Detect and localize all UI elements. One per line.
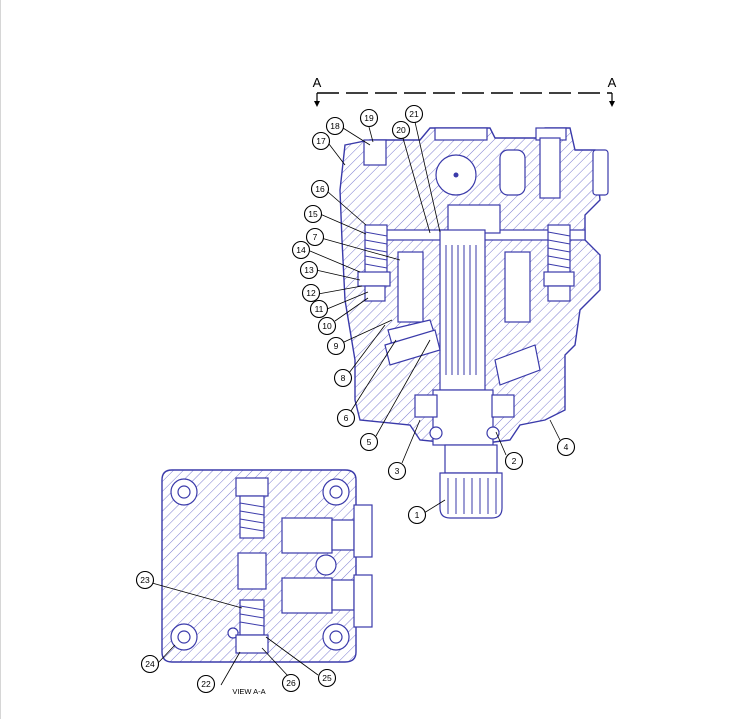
callout-5: 5 [359, 432, 379, 452]
section-label-left: A [313, 75, 322, 90]
callout-23: 23 [135, 570, 155, 590]
callout-label: 25 [322, 673, 332, 683]
callout-1: 1 [407, 505, 427, 525]
callout-21: 21 [404, 104, 424, 124]
callout-label: 24 [145, 659, 155, 669]
right-valve-spring [547, 231, 571, 269]
callout-12: 12 [301, 283, 321, 303]
callout-17: 17 [311, 131, 331, 151]
callout-label: 9 [334, 341, 339, 351]
callout-label: 20 [396, 125, 406, 135]
callout-15: 15 [303, 204, 323, 224]
leader-lines [151, 121, 561, 686]
callout-19: 19 [359, 108, 379, 128]
callout-label: 22 [201, 679, 211, 689]
callout-label: 18 [330, 121, 340, 131]
callout-3: 3 [387, 461, 407, 481]
callout-6: 6 [336, 408, 356, 428]
callout-11: 11 [309, 299, 329, 319]
callout-22: 22 [196, 674, 216, 694]
callout-9: 9 [326, 336, 346, 356]
callout-label: 7 [313, 232, 318, 242]
callout-8: 8 [333, 368, 353, 388]
callout-20: 20 [391, 120, 411, 140]
callout-label: 8 [341, 373, 346, 383]
view-label: VIEW A-A [232, 687, 265, 696]
callout-7: 7 [305, 227, 325, 247]
callout-label: 26 [286, 678, 296, 688]
callout-25: 25 [317, 668, 337, 688]
output-shaft-splines [447, 478, 497, 514]
shaft-splines [445, 245, 477, 375]
callout-label: 4 [564, 442, 569, 452]
view-spring-bottom [239, 605, 265, 627]
callout-label: 21 [409, 109, 419, 119]
callout-10: 10 [317, 316, 337, 336]
callout-label: 23 [140, 575, 150, 585]
callout-label: 1 [415, 510, 420, 520]
main-section-view [339, 127, 609, 519]
callout-label: 5 [367, 437, 372, 447]
left-valve-spring [364, 231, 388, 269]
callout-label: 13 [304, 265, 314, 275]
callout-label: 2 [512, 456, 517, 466]
callout-2: 2 [504, 451, 524, 471]
callout-13: 13 [299, 260, 319, 280]
callout-label: 17 [316, 136, 326, 146]
callout-label: 19 [364, 113, 374, 123]
callout-label: 11 [315, 304, 324, 314]
callout-label: 3 [395, 466, 400, 476]
section-label-right: A [608, 75, 617, 90]
callout-26: 26 [281, 673, 301, 693]
callout-18: 18 [325, 116, 345, 136]
callout-label: 12 [306, 288, 316, 298]
section-line-a-a: A A [313, 75, 617, 107]
view-spring-top [239, 502, 265, 532]
callout-24: 24 [140, 654, 160, 674]
callout-label: 16 [315, 184, 325, 194]
callout-label: 14 [296, 245, 306, 255]
callout-14: 14 [291, 240, 311, 260]
callout-4: 4 [556, 437, 576, 457]
callout-16: 16 [310, 179, 330, 199]
callout-label: 10 [322, 321, 332, 331]
callout-label: 15 [308, 209, 318, 219]
view-a-a: VIEW A-A [161, 469, 373, 696]
callout-label: 6 [344, 413, 349, 423]
